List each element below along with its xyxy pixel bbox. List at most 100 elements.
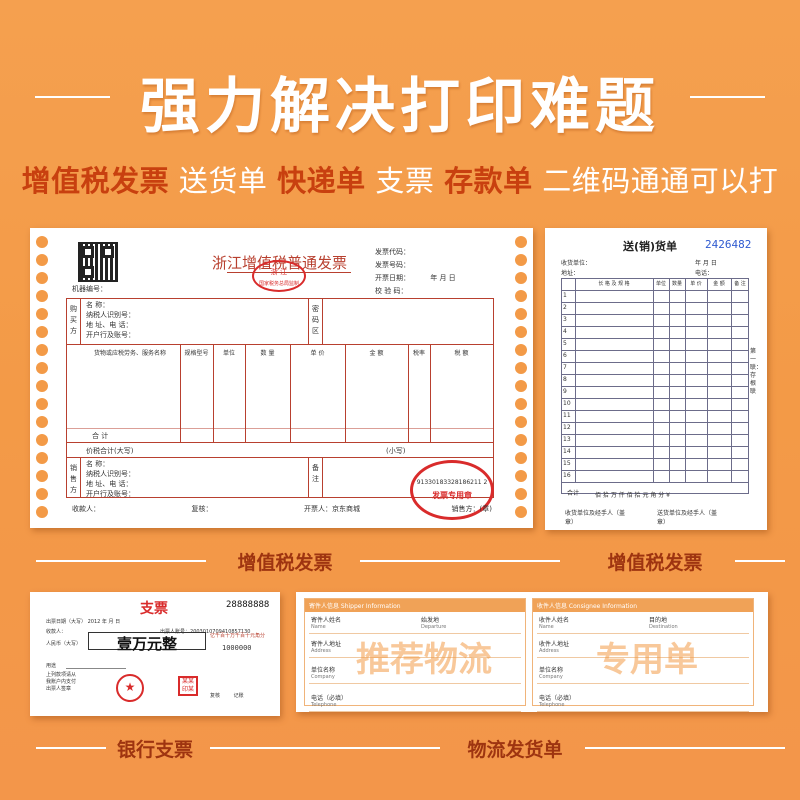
cheque-amount-words: 壹万元整 [88, 632, 206, 653]
tractor-hole [515, 416, 527, 428]
cheque-date: 出票日期（大写） 2012 年 月 日 [46, 619, 121, 625]
waybill-field: 电话（必填）Telephone [311, 695, 348, 708]
waybill-field-line [309, 657, 521, 658]
tractor-hole [36, 290, 48, 302]
caption-line [585, 747, 785, 749]
delivery-footer-sender: 送货单位及经手人（盖章） [657, 510, 718, 526]
lower-case-label: (小写) [386, 447, 406, 455]
invoice-seal: 91330183328186211 2 发票专用章 [410, 460, 494, 520]
delivery-col-line [669, 278, 670, 482]
seller-label: 销售方 [70, 464, 77, 494]
waybill-field-line [309, 633, 521, 634]
delivery-row-line [561, 362, 749, 363]
tractor-hole [515, 236, 527, 248]
invoice-column-divider [408, 344, 409, 442]
vat-invoice: 机器编号： 浙江增值税普通发票 浙 江 国家税务总局监制 发票代码： 发票号码：… [30, 228, 533, 528]
invoice-footer: 收款人： 复核： 开票人：京东商城 销售方：(章) [72, 505, 492, 513]
waybill-field: 电话（必填）Telephone [539, 695, 576, 708]
subtitle: 增值税发票 送货单 快递单 支票 存款单 二维码通通可以打 [0, 158, 800, 200]
delivery-row-line [561, 302, 749, 303]
invoice-column-divider [290, 344, 291, 442]
delivery-date: 年 月 日 [695, 260, 717, 267]
delivery-row-number: 15 [563, 460, 571, 467]
waybill-field-line [309, 683, 521, 684]
cheque-currency-label: 人民币（大写） [46, 641, 82, 647]
total-label: 合 计 [92, 432, 109, 440]
delivery-row-number: 12 [563, 424, 571, 431]
remark-label: 备注 [312, 464, 319, 483]
delivery-row-number: 14 [563, 448, 571, 455]
caption-line [36, 747, 106, 749]
buyer-label: 购买方 [70, 305, 77, 335]
delivery-column-header: 单位 [655, 281, 666, 287]
qr-code [78, 242, 118, 282]
cheque-purpose: 用途 [46, 663, 57, 669]
tractor-hole [515, 470, 527, 482]
tractor-hole [36, 452, 48, 464]
caption-delivery: 增值税发票 [607, 552, 703, 574]
delivery-number: 2426482 [705, 238, 752, 251]
delivery-row-line [561, 410, 749, 411]
delivery-row-line [561, 290, 749, 291]
title-right-line [690, 96, 765, 98]
price-tax-total-label: 价税合计(大写) [86, 447, 134, 455]
tractor-hole [36, 380, 48, 392]
delivery-col-line [731, 278, 732, 482]
tractor-hole [36, 326, 48, 338]
delivery-row-line [561, 326, 749, 327]
delivery-row-line [561, 434, 749, 435]
delivery-address: 地址： [561, 270, 580, 277]
tractor-hole [515, 344, 527, 356]
tractor-hole [515, 272, 527, 284]
cheque-amount-digits: 1000000 [222, 644, 252, 652]
invoice-column-header: 税率 [412, 350, 425, 357]
delivery-row-line [561, 482, 749, 483]
caption-line [210, 747, 440, 749]
delivery-column-header: 单 价 [690, 281, 702, 287]
delivery-side-text: 第一联：存根联 [750, 348, 763, 395]
cheque-number: 28888888 [226, 600, 270, 610]
delivery-row-number: 9 [563, 388, 567, 395]
delivery-row-line [561, 398, 749, 399]
invoice-column-header: 货物或应税劳务、服务名称 [93, 350, 166, 357]
cheque-notes: 上列款项请从 我账户内支付 出票人签章 [46, 672, 77, 692]
delivery-row-number: 16 [563, 472, 571, 479]
delivery-footer-receiver: 收货单位及经手人（盖章） [565, 510, 626, 526]
tractor-hole [515, 452, 527, 464]
tractor-hole [36, 254, 48, 266]
delivery-column-header: 备 注 [734, 281, 746, 287]
waybill-field-line [537, 711, 749, 712]
delivery-row-number: 3 [563, 316, 567, 323]
subtitle-segment: 增值税发票 [21, 164, 170, 198]
delivery-column-header: 长 格 及 规 格 [598, 281, 630, 287]
tractor-hole [36, 506, 48, 518]
invoice-column-header: 税 额 [454, 350, 469, 357]
tractor-hole [515, 254, 527, 266]
tractor-hole [515, 290, 527, 302]
tractor-hole [515, 380, 527, 392]
subtitle-segment: 二维码通通可以打 [532, 164, 779, 198]
invoice-column-divider [430, 344, 431, 442]
caption-line [360, 560, 560, 562]
invoice-column-divider [345, 344, 346, 442]
tractor-hole [36, 236, 48, 248]
subtitle-segment: 支票 [365, 164, 445, 198]
cheque-title: 支票 [140, 601, 168, 617]
invoice-column-header: 单 价 [310, 350, 325, 357]
tractor-hole [515, 398, 527, 410]
cheque-stub-edge [36, 618, 42, 708]
delivery-column-header: 金 额 [713, 281, 725, 287]
delivery-title: 送(销)货单 [623, 240, 678, 253]
tractor-hole [36, 362, 48, 374]
caption-line [36, 560, 206, 562]
